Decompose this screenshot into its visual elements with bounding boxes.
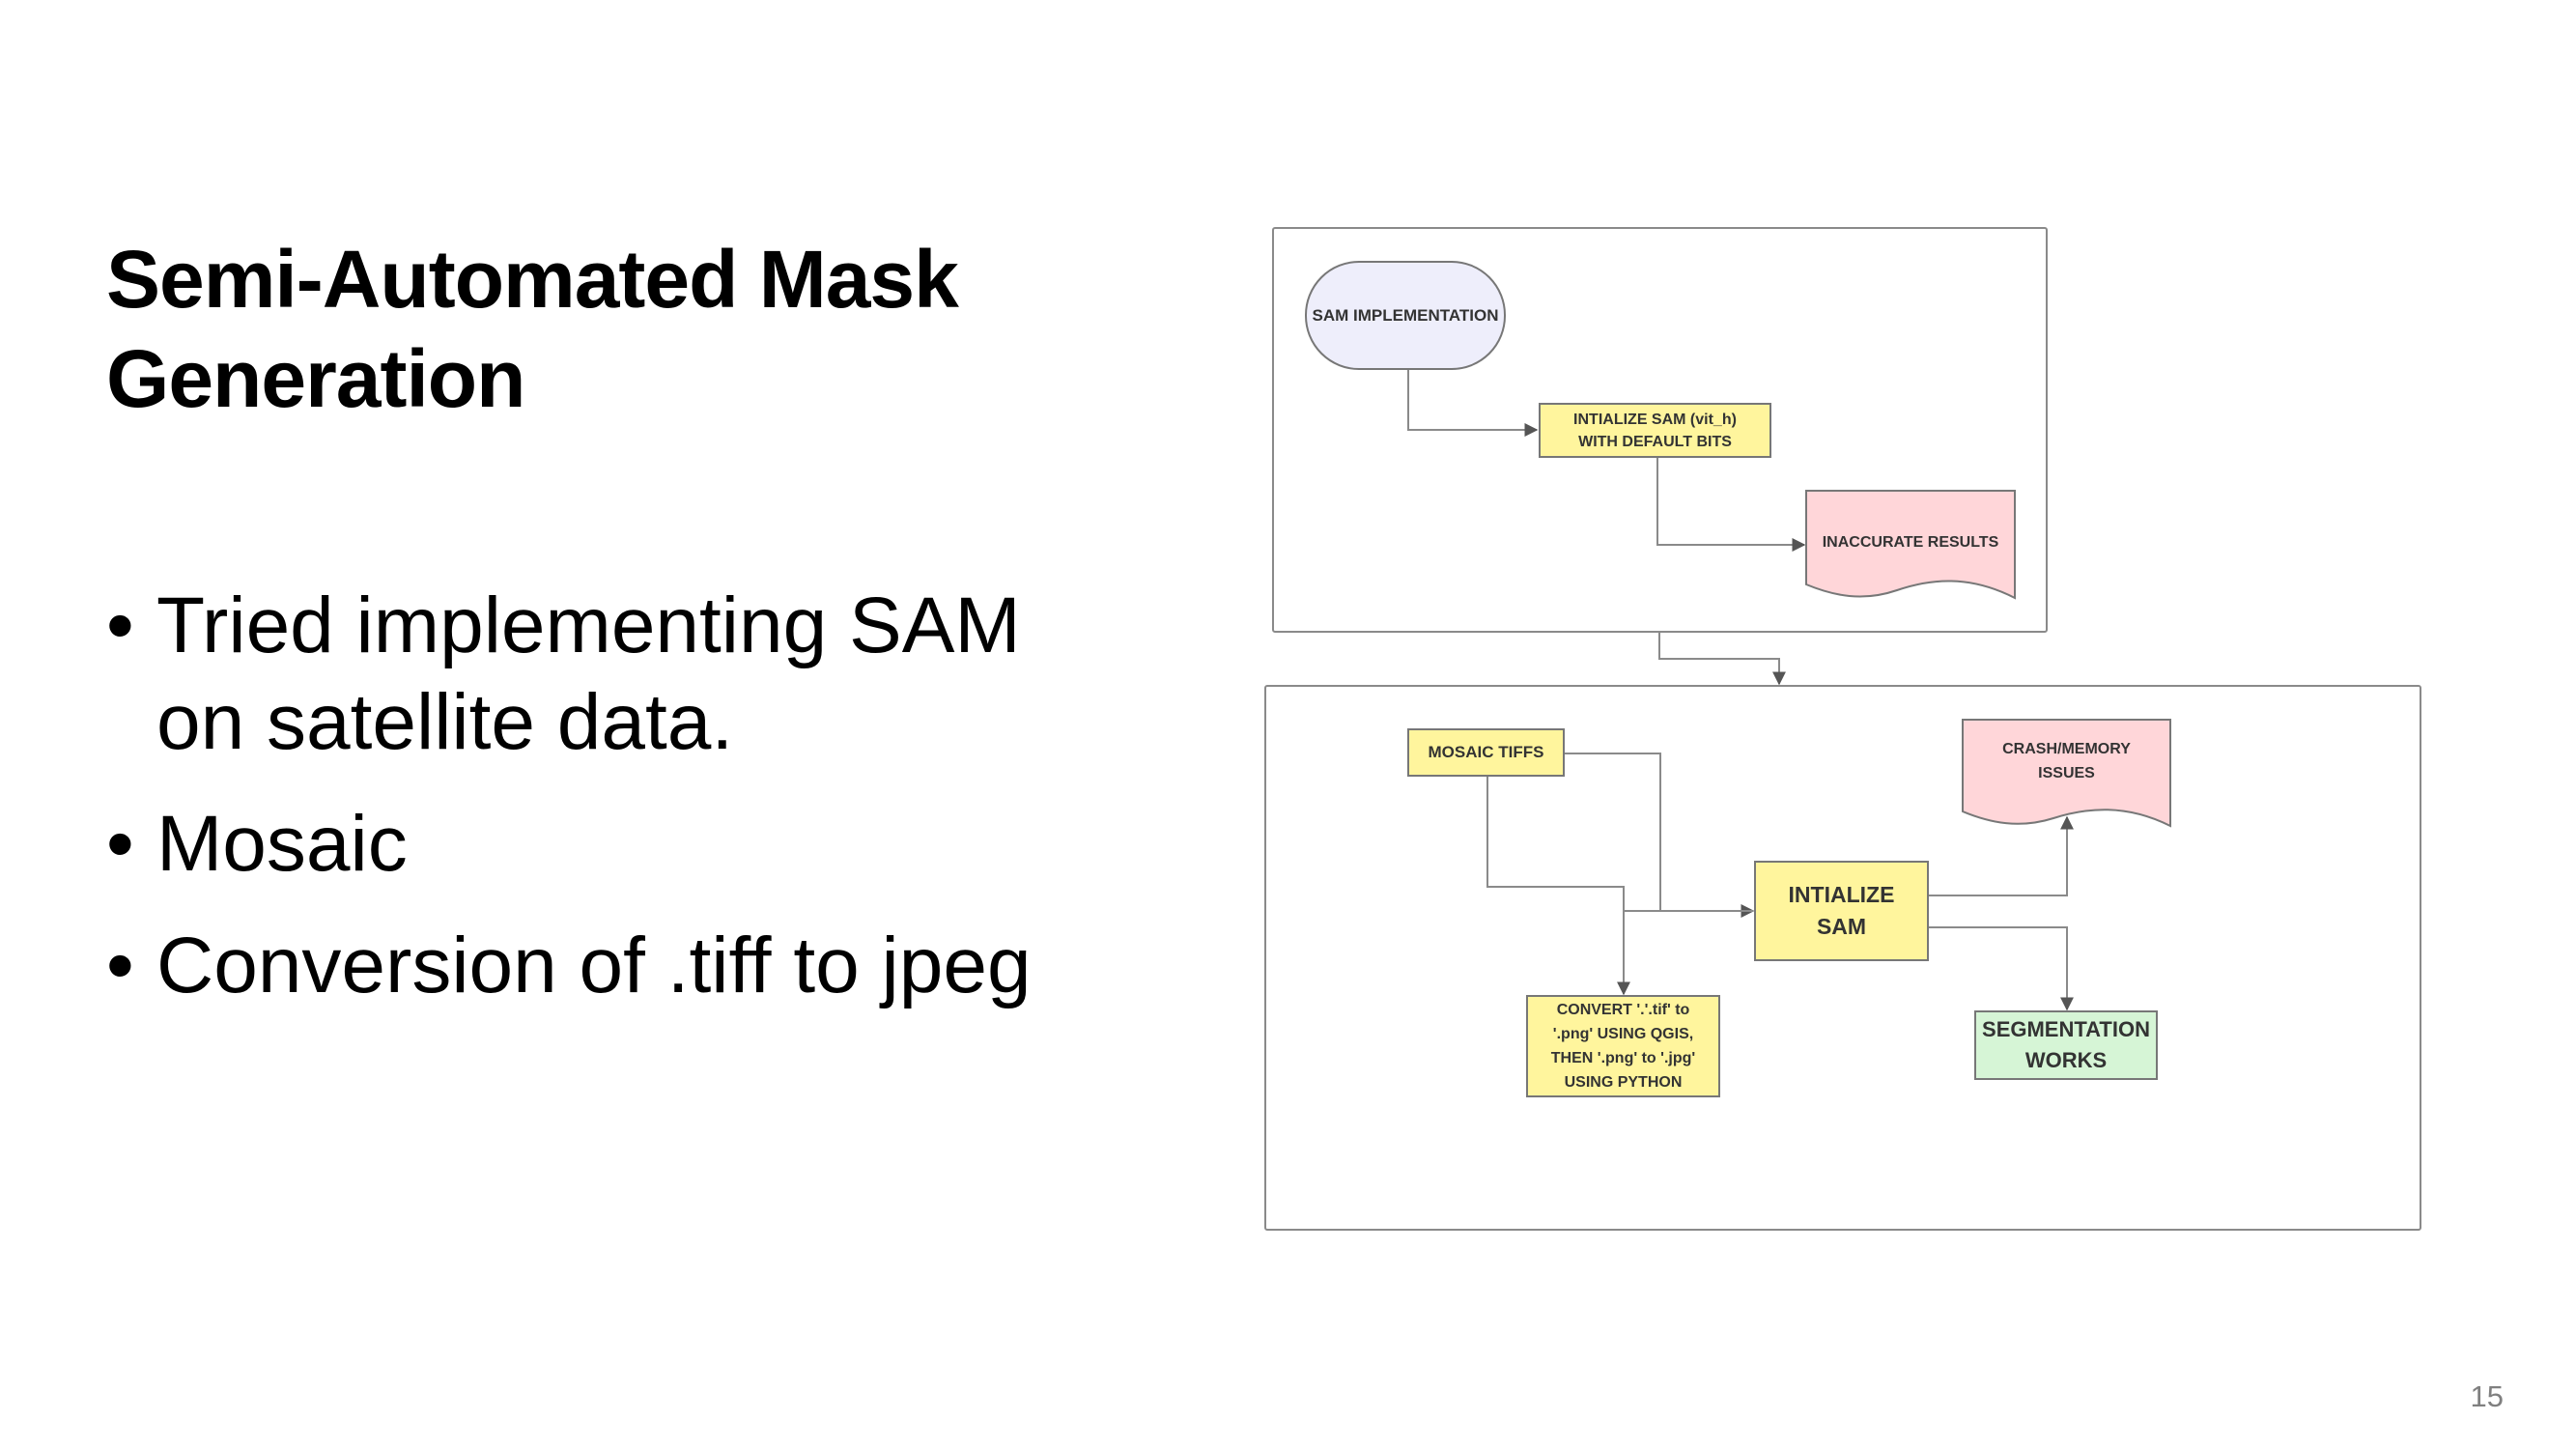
bullet-dot: • [106,800,134,888]
slide-title: Semi-Automated Mask Generation [106,234,959,424]
segmentation-works-node: SEGMENTATION WORKS [1974,1010,2158,1080]
crash-memory-label-line2: ISSUES [2038,765,2095,781]
sam-implementation-node: SAM IMPLEMENTATION [1305,261,1506,370]
connector-top-to-bottom [1658,633,1786,686]
connector-mosaic-to-convert [1486,777,1630,996]
bullet-item: • Conversion of .tiff to jpeg [106,918,1072,1014]
bullet-text: Mosaic [156,800,408,888]
init-sam-node: INTIALIZE SAM [1754,861,1929,961]
convert-label-line3: THEN '.png' to '.jpg' [1550,1050,1696,1066]
convert-label-line1: CONVERT '.'.tif' to [1556,1002,1690,1018]
connector-init-to-inaccurate [1656,458,1806,552]
document-shape-icon [1805,490,2016,600]
connector-sam-to-init [1407,370,1539,437]
inaccurate-results-label: INACCURATE RESULTS [1822,534,1999,551]
inaccurate-results-node: INACCURATE RESULTS [1805,490,2016,601]
init-sam-default-node: INTIALIZE SAM (vit_h) WITH DEFAULT BITS [1539,403,1771,458]
convert-label-line2: '.png' USING QGIS, [1552,1026,1694,1042]
mosaic-tiffs-node: MOSAIC TIFFS [1407,728,1565,777]
bullet-dot: • [106,922,134,1009]
bullet-text: Conversion of .tiff to jpeg [156,922,1032,1009]
mosaic-tiffs-label: MOSAIC TIFFS [1428,743,1544,761]
init-sam-default-label-line1: INTIALIZE SAM (vit_h) [1573,411,1737,428]
crash-memory-label-line1: CRASH/MEMORY [2002,741,2131,757]
convert-node: CONVERT '.'.tif' to '.png' USING QGIS, T… [1526,995,1720,1097]
page-number: 15 [2470,1379,2504,1413]
sam-implementation-label: SAM IMPLEMENTATION [1312,305,1499,325]
init-sam-label-line2: SAM [1816,914,1867,939]
crash-memory-node: CRASH/MEMORY ISSUES [1962,719,2171,829]
document-shape-icon [1962,719,2171,828]
init-sam-default-label-line2: WITH DEFAULT BITS [1578,433,1732,450]
segmentation-label-line2: WORKS [2024,1048,2108,1072]
bullet-item: • Tried implementing SAM on satellite dat… [106,578,1072,771]
bullet-dot: • [106,582,134,669]
init-sam-label-line1: INTIALIZE [1788,882,1895,907]
connector-init-to-crash [1929,815,2074,896]
bullet-item: •Mosaic [106,796,1072,893]
convert-label-line4: USING PYTHON [1564,1074,1683,1091]
bullet-text: Tried implementing SAM on satellite data… [156,582,1021,766]
segmentation-label-line1: SEGMENTATION [1982,1017,2150,1041]
connector-init-to-segmentation [1929,926,2074,1011]
bullet-list: •Tried implementing SAM on satellite dat… [106,578,1072,1039]
